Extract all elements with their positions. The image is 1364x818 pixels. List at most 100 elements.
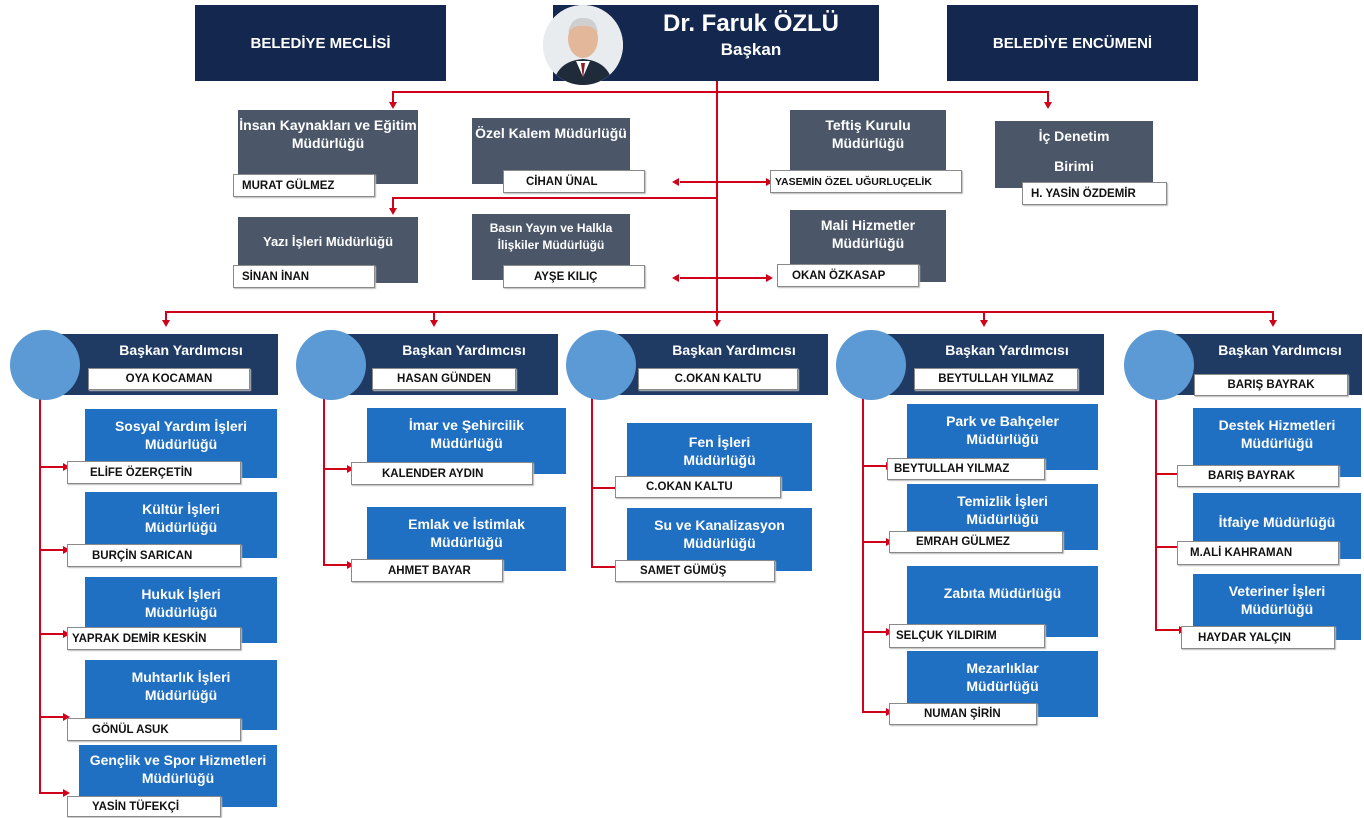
- person-name: CİHAN ÜNAL: [526, 175, 598, 188]
- staff-person-internal-audit: H. YASİN ÖZDEMİR: [1022, 182, 1167, 205]
- vice-mayor-name: HASAN GÜNDEN: [372, 368, 516, 390]
- person-youth-sports: YASİN TÜFEKÇİ: [67, 796, 221, 817]
- staff-unit-internal-audit: İç Denetim Birimi: [995, 121, 1153, 188]
- person-cemeteries: NUMAN ŞİRİN: [889, 703, 1037, 725]
- committee-label: BELEDİYE ENCÜMENİ: [992, 34, 1153, 52]
- vice-mayor-name: BEYTULLAH YILMAZ: [914, 368, 1078, 390]
- vice-mayor-title: Başkan Yardımcısı: [402, 342, 526, 358]
- unit-title: Mali Hizmetler Müdürlüğü: [820, 217, 916, 251]
- person-municipal-police: SELÇUK YILDIRIM: [889, 624, 1045, 648]
- council-box: BELEDİYE MECLİSİ: [195, 5, 446, 81]
- person-cleaning: EMRAH GÜLMEZ: [889, 531, 1063, 553]
- person-name: HASAN GÜNDEN: [397, 373, 491, 385]
- vice-mayor-avatar: [1124, 330, 1194, 400]
- unit-title: Zabıta Müdürlüğü: [943, 585, 1062, 601]
- staff-person-press: AYŞE KILIÇ: [503, 265, 645, 288]
- vice-mayor-avatar: [10, 330, 80, 400]
- unit-title: Kültür İşleri Müdürlüğü: [142, 501, 220, 535]
- person-name: YASEMİN ÖZEL UĞURLUÇELİK: [775, 175, 932, 188]
- unit-title: Sosyal Yardım İşleri Müdürlüğü: [114, 418, 248, 452]
- vice-mayor-title: Başkan Yardımcısı: [119, 342, 243, 358]
- unit-title: Hukuk İşleri Müdürlüğü: [141, 586, 221, 620]
- staff-person-hr: MURAT GÜLMEZ: [233, 174, 375, 197]
- vice-mayor-5: Başkan Yardımcısı BARIŞ BAYRAK: [1124, 330, 1362, 400]
- unit-title: İmar ve Şehircilik Müdürlüğü: [408, 417, 525, 451]
- mayor-box: Dr. Faruk ÖZLÜ Başkan: [543, 5, 879, 85]
- person-name: BARIŞ BAYRAK: [1208, 470, 1296, 482]
- person-culture: BURÇİN SARICAN: [67, 544, 241, 567]
- unit-title: İç Denetim Birimi: [1038, 128, 1110, 174]
- person-name: EMRAH GÜLMEZ: [916, 536, 1010, 548]
- person-fire: M.ALİ KAHRAMAN: [1177, 541, 1339, 565]
- unit-title: İtfaiye Müdürlüğü: [1218, 514, 1336, 530]
- person-name: BARIŞ BAYRAK: [1227, 379, 1315, 391]
- unit-title: Temizlik İşleri Müdürlüğü: [957, 493, 1048, 527]
- person-water-sewer: SAMET GÜMÜŞ: [615, 560, 775, 582]
- person-public-works: C.OKAN KALTU: [615, 476, 781, 498]
- staff-unit-inspection: Teftiş Kurulu Müdürlüğü: [790, 110, 946, 176]
- person-veterinary: HAYDAR YALÇIN: [1181, 626, 1335, 649]
- vice-mayor-avatar: [296, 330, 366, 400]
- staff-unit-hr: İnsan Kaynakları ve Eğitim Müdürlüğü: [238, 110, 418, 184]
- unit-title: Basın Yayın ve Halkla İlişkiler Müdürlüğ…: [489, 221, 613, 252]
- person-name: YASİN TÜFEKÇİ: [92, 800, 180, 813]
- person-name: C.OKAN KALTU: [674, 373, 762, 385]
- vice-mayor-3: Başkan Yardımcısı C.OKAN KALTU: [566, 330, 828, 400]
- vice-mayor-name: BARIŞ BAYRAK: [1194, 374, 1348, 396]
- unit-title: Su ve Kanalizasyon Müdürlüğü: [654, 517, 785, 551]
- person-name: AYŞE KILIÇ: [534, 270, 598, 283]
- person-parks: BEYTULLAH YILMAZ: [887, 458, 1045, 480]
- unit-title: Destek Hizmetleri Müdürlüğü: [1218, 417, 1336, 451]
- person-name: SİNAN İNAN: [242, 270, 310, 283]
- person-name: BURÇİN SARICAN: [92, 549, 193, 562]
- unit-cleaning: Temizlik İşleri Müdürlüğü: [907, 484, 1098, 550]
- person-name: M.ALİ KAHRAMAN: [1190, 547, 1293, 559]
- person-name: OYA KOCAMAN: [125, 373, 213, 385]
- vice-mayor-title: Başkan Yardımcısı: [945, 342, 1069, 358]
- person-name: MURAT GÜLMEZ: [242, 179, 335, 192]
- staff-person-private-office: CİHAN ÜNAL: [503, 170, 645, 193]
- vice-mayor-title: Başkan Yardımcısı: [672, 342, 796, 358]
- person-name: AHMET BAYAR: [388, 564, 471, 577]
- vice-mayor-4: Başkan Yardımcısı BEYTULLAH YILMAZ: [836, 330, 1104, 400]
- committee-box: BELEDİYE ENCÜMENİ: [947, 5, 1198, 81]
- vice-mayor-name: OYA KOCAMAN: [88, 368, 250, 390]
- person-support-services: BARIŞ BAYRAK: [1177, 465, 1339, 487]
- person-name: HAYDAR YALÇIN: [1198, 631, 1291, 644]
- unit-title: Yazı İşleri Müdürlüğü: [262, 234, 394, 249]
- vice-mayor-name: C.OKAN KALTU: [638, 368, 798, 390]
- person-name: ELİFE ÖZERÇETİN: [90, 466, 193, 479]
- person-legal: YAPRAK DEMİR KESKİN: [67, 627, 241, 650]
- person-name: C.OKAN KALTU: [646, 481, 733, 493]
- vice-mayor-avatar: [566, 330, 636, 400]
- staff-person-finance: OKAN ÖZKASAP: [777, 264, 919, 287]
- person-name: H. YASİN ÖZDEMİR: [1031, 187, 1136, 200]
- unit-title: Park ve Bahçeler Müdürlüğü: [946, 413, 1059, 447]
- person-name: GÖNÜL ASUK: [92, 723, 169, 736]
- unit-title: Veteriner İşleri Müdürlüğü: [1228, 583, 1326, 617]
- person-name: BEYTULLAH YILMAZ: [894, 463, 1010, 475]
- person-name: SAMET GÜMÜŞ: [640, 565, 727, 577]
- unit-title: İnsan Kaynakları ve Eğitim Müdürlüğü: [239, 117, 417, 151]
- council-label: BELEDİYE MECLİSİ: [250, 34, 391, 52]
- person-headman: GÖNÜL ASUK: [67, 718, 241, 741]
- unit-title: Muhtarlık İşleri Müdürlüğü: [131, 669, 231, 703]
- vice-mayor-title: Başkan Yardımcısı: [1218, 342, 1342, 358]
- staff-person-writing: SİNAN İNAN: [233, 265, 375, 288]
- mayor-name: Dr. Faruk ÖZLÜ: [662, 10, 840, 37]
- mayor-title: Başkan: [720, 40, 782, 59]
- person-social-aid: ELİFE ÖZERÇETİN: [67, 461, 241, 484]
- unit-title: Özel Kalem Müdürlüğü: [475, 125, 627, 141]
- unit-title: Teftiş Kurulu Müdürlüğü: [825, 117, 911, 151]
- person-name: NUMAN ŞİRİN: [924, 708, 1001, 720]
- person-name: BEYTULLAH YILMAZ: [938, 373, 1054, 385]
- vice-mayor-avatar: [836, 330, 906, 400]
- unit-title: Mezarlıklar Müdürlüğü: [966, 660, 1039, 694]
- person-real-estate: AHMET BAYAR: [351, 559, 503, 582]
- person-name: SELÇUK YILDIRIM: [896, 630, 997, 642]
- mayor-photo: [543, 5, 623, 85]
- unit-title: Emlak ve İstimlak Müdürlüğü: [408, 516, 525, 550]
- person-name: OKAN ÖZKASAP: [792, 269, 886, 282]
- vice-mayor-1: Başkan Yardımcısı OYA KOCAMAN: [10, 330, 278, 400]
- vice-mayor-2: Başkan Yardımcısı HASAN GÜNDEN: [296, 330, 558, 400]
